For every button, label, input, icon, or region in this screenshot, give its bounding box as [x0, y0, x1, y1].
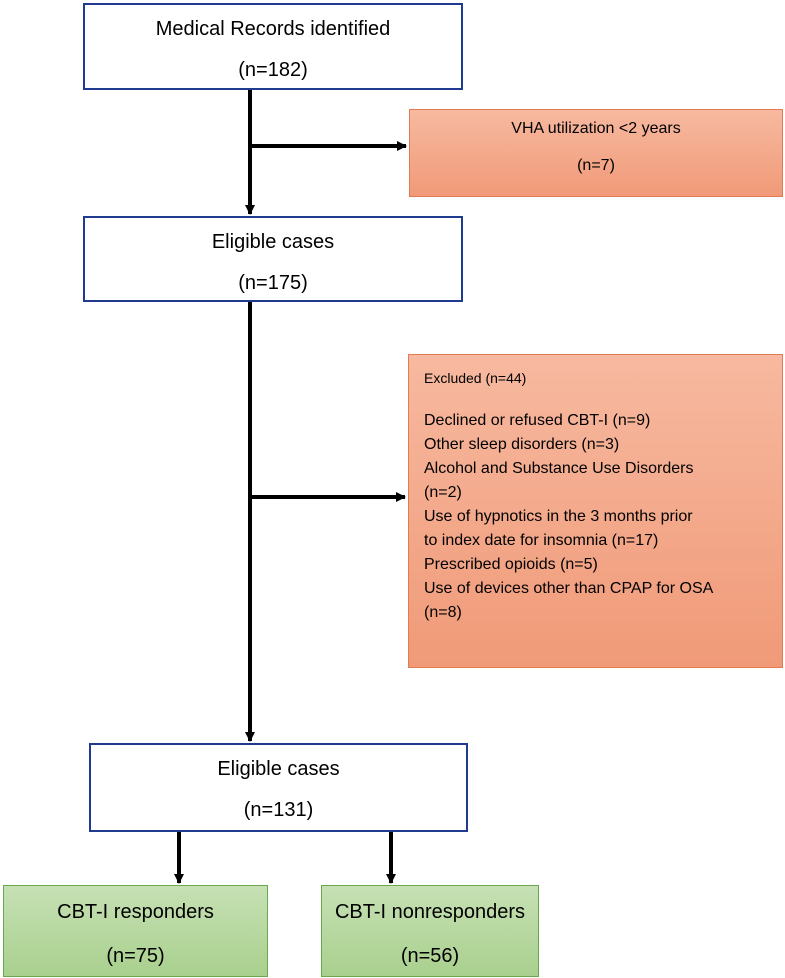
records-box: Medical Records identified (n=182) — [83, 3, 463, 90]
responders-count: (n=75) — [106, 945, 165, 967]
records-count: (n=182) — [238, 59, 308, 81]
excluded-item: Use of devices other than CPAP for OSA — [424, 580, 714, 597]
final-eligible-count: (n=131) — [243, 799, 314, 821]
nonresponders-count: (n=56) — [400, 945, 460, 967]
final-eligible-title: Eligible cases — [217, 758, 340, 780]
excluded-item: Alcohol and Substance Use Disorders — [424, 460, 694, 477]
vha-count: (n=7) — [577, 157, 615, 174]
excluded-item: Prescribed opioids (n=5) — [424, 556, 598, 573]
responders-box: CBT-I responders (n=75) — [3, 885, 268, 977]
excluded-item: (n=8) — [424, 604, 462, 621]
excluded-box: Excluded (n=44) Declined or refused CBT-… — [408, 354, 783, 668]
eligible-cases-box: Eligible cases (n=175) — [83, 216, 463, 302]
records-title: Medical Records identified — [155, 18, 391, 40]
eligible-count: (n=175) — [238, 272, 308, 294]
final-eligible-box: Eligible cases (n=131) — [89, 743, 468, 832]
vha-exclusion-box: VHA utilization <2 years (n=7) — [409, 109, 783, 197]
nonresponders-title: CBT-I nonresponders — [334, 901, 526, 923]
excluded-heading: Excluded (n=44) — [424, 370, 527, 386]
nonresponders-box: CBT-I nonresponders (n=56) — [321, 885, 539, 977]
excluded-item: Declined or refused CBT-I (n=9) — [424, 412, 651, 429]
excluded-item: to index date for insomnia (n=17) — [424, 532, 659, 549]
excluded-item: (n=2) — [424, 484, 462, 501]
eligible-title: Eligible cases — [211, 231, 335, 253]
excluded-item: Use of hypnotics in the 3 months prior — [424, 508, 693, 525]
responders-title: CBT-I responders — [57, 901, 214, 923]
excluded-item: Other sleep disorders (n=3) — [424, 436, 620, 453]
vha-title: VHA utilization <2 years — [511, 120, 681, 137]
